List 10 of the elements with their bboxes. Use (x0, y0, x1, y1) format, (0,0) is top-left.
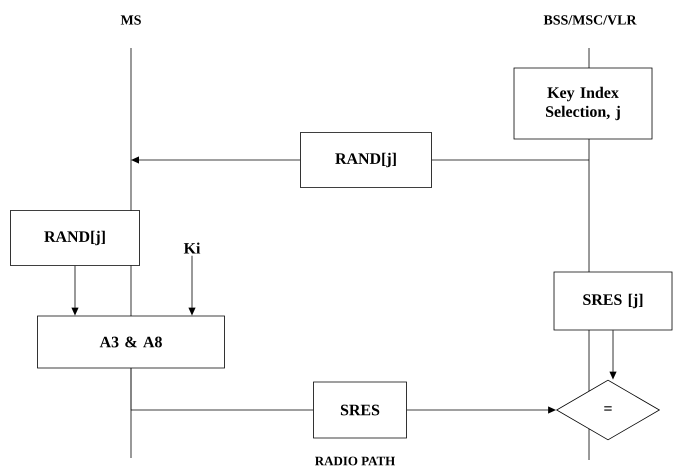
input-label: Ki (184, 242, 200, 254)
path-label: RADIO PATH (315, 456, 396, 466)
process-box: RAND[j] (10, 210, 140, 266)
lifeline-header: BSS/MSC/VLR (544, 15, 637, 25)
process-box: Key Index Selection, j (514, 68, 652, 140)
process-box: SRES [j] (554, 272, 672, 330)
process-box: RAND[j] (300, 132, 432, 188)
lifeline-header: MS (120, 15, 141, 25)
process-box: SRES (313, 382, 407, 438)
process-box: A3 & A8 (37, 316, 225, 368)
